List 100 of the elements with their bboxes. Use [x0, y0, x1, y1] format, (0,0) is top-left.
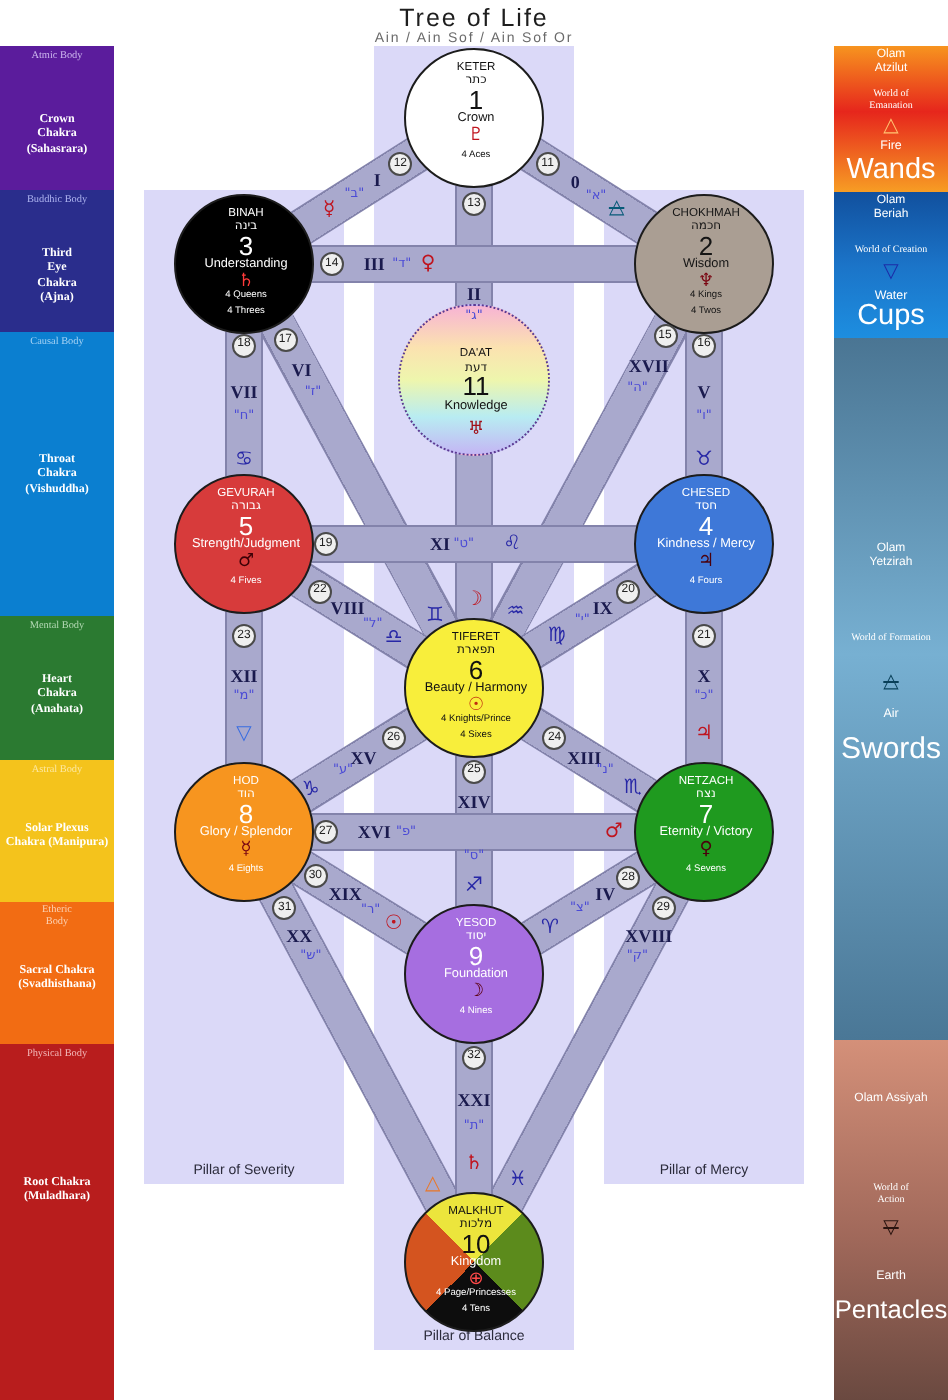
path-band: [521, 563, 657, 669]
path-band: [685, 331, 723, 477]
astrological-symbol: ♏: [623, 776, 642, 799]
roman-numeral: XIII: [567, 747, 602, 768]
path-band: [521, 851, 657, 955]
chakra-band: [0, 332, 114, 616]
roman-numeral: XXI: [457, 1090, 491, 1111]
sephira-number: 2: [698, 232, 714, 258]
path-band: [225, 611, 263, 765]
chakra-band: [0, 902, 114, 1044]
sephira-number: 7: [698, 800, 714, 826]
roman-numeral: XII: [230, 666, 258, 687]
chakra-band: [0, 616, 114, 760]
path-band: [455, 1041, 493, 1195]
roman-numeral: VI: [291, 360, 312, 380]
planet-symbol: ♂: [237, 551, 255, 571]
roman-numeral: I: [373, 169, 381, 190]
roman-numeral: XIV: [457, 792, 491, 813]
roman-numeral: V: [697, 382, 711, 403]
sephira-circle: [174, 194, 314, 334]
astrological-symbol: ♀: [420, 253, 436, 275]
planet-symbol: ☿: [240, 839, 252, 859]
astrological-symbol: ♓: [508, 1169, 527, 1192]
roman-numeral: XV: [350, 747, 377, 768]
world-band: [834, 46, 948, 192]
astrological-symbol: ♎: [384, 626, 403, 649]
path-band: [489, 314, 689, 638]
sephira-number: 6: [468, 656, 484, 682]
world-band: [834, 192, 948, 338]
roman-numeral: 0: [570, 172, 580, 193]
astrological-symbol: ♐: [465, 874, 483, 897]
path-band: [291, 707, 427, 813]
roman-numeral: XVII: [628, 355, 669, 376]
planet-symbol: ⊕: [468, 1269, 484, 1289]
chakra-band: [0, 190, 114, 332]
element-symbol: △: [608, 197, 625, 220]
path-band: [225, 331, 263, 477]
path-band: [311, 813, 637, 851]
path-band: [291, 851, 427, 955]
planet-symbol: ☉: [467, 695, 485, 715]
sephira-number: 10: [461, 1230, 491, 1256]
path-band: [311, 525, 637, 563]
astrological-symbol: ♃: [695, 723, 713, 745]
sephira-number: 3: [238, 232, 254, 258]
element-symbol: △: [883, 115, 899, 137]
path-band: [311, 245, 637, 283]
astrological-symbol: ♋: [235, 449, 253, 471]
sephira-number: 5: [238, 512, 254, 538]
planet-symbol: ♀: [699, 839, 713, 859]
astrological-symbol: ♑: [301, 779, 320, 802]
astrological-symbol: ♉: [695, 449, 713, 471]
roman-numeral: II: [467, 284, 481, 304]
astrological-symbol: ☉: [384, 913, 403, 936]
roman-numeral: XX: [286, 925, 313, 946]
sephira-number: 1: [468, 86, 484, 112]
sephira-circle: [404, 904, 544, 1044]
path-band: [259, 882, 459, 1212]
suit-name: Pentacles: [834, 1295, 948, 1325]
chakra-band: [0, 760, 114, 902]
planet-symbol: ♇: [467, 125, 485, 145]
sephira-number: 11: [462, 372, 490, 398]
roman-numeral: XVI: [357, 822, 391, 842]
path-band: [291, 563, 427, 669]
sephira-number: 4: [698, 512, 714, 538]
world-band: [834, 1040, 948, 1400]
astrological-symbol: ☽: [465, 589, 483, 611]
astrological-symbol: ♍: [547, 625, 566, 648]
astrological-symbol: ♒: [506, 600, 525, 623]
roman-numeral: VII: [230, 382, 258, 403]
path-band: [489, 882, 689, 1212]
world-band: [834, 338, 948, 1040]
planet-symbol: ♄: [237, 271, 255, 291]
element-symbol: ▽: [883, 1217, 899, 1239]
astrological-symbol: ☿: [323, 199, 336, 221]
path-band: [520, 138, 658, 244]
roman-numeral: IV: [595, 883, 616, 903]
planet-symbol: ♆: [697, 271, 715, 291]
astrological-symbol: ♌: [503, 533, 522, 555]
sephira-number: 8: [238, 800, 254, 826]
path-band: [455, 453, 493, 621]
planet-symbol: ♃: [697, 551, 715, 571]
astrological-symbol: ♊: [426, 605, 444, 627]
roman-numeral: VIII: [330, 598, 365, 619]
chakra-band: [0, 46, 114, 190]
astrological-symbol: ♄: [465, 1153, 483, 1175]
path-band: [685, 611, 723, 765]
planet-symbol: ♅: [467, 420, 485, 440]
element-symbol: ▽: [883, 261, 899, 283]
suit-name: Swords: [840, 733, 942, 767]
suit-name: Wands: [846, 156, 936, 188]
path-band: [290, 138, 428, 244]
element-symbol: ▽: [236, 723, 252, 745]
astrological-symbol: ♂: [604, 821, 623, 843]
chakra-band: [0, 1044, 114, 1400]
roman-numeral: XIX: [328, 884, 362, 905]
roman-numeral: X: [697, 666, 711, 687]
astrological-symbol: ♈: [541, 916, 559, 939]
roman-numeral: XI: [430, 534, 450, 554]
sephira-number: 9: [468, 942, 484, 968]
sephira-circle: [404, 48, 544, 188]
